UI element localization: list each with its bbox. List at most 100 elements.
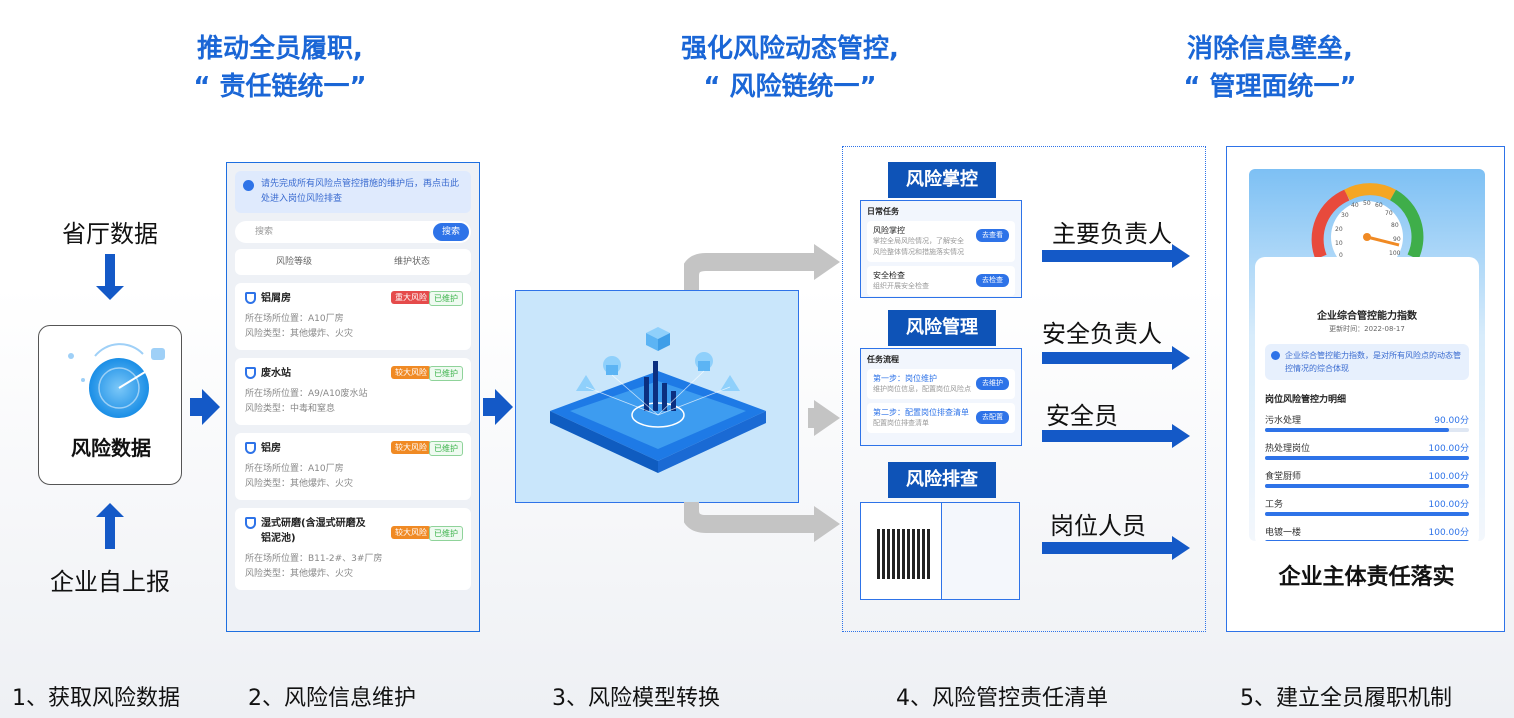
configure-button[interactable]: 去配置 [976,411,1009,424]
filter-risk-level[interactable]: 风险等级 [275,257,312,267]
gauge-tick: 100 [1389,250,1401,257]
step-4-caption: 4、风险管控责任清单 [896,686,1108,711]
gauge-tick: 40 [1351,202,1359,209]
detail-score: 100.00分 [1428,528,1470,538]
task-row[interactable]: 风险掌控 掌控全局风险情况，了解安全风险整体情况和措施落实情况 去查看 [867,221,1015,262]
list-item[interactable]: 铝屑房 重大风险 已维护 所在场所位置：A10厂房 风险类型：其他爆炸、火灾 [235,283,471,350]
task-row[interactable]: 安全检查 组织开展安全检查 去检查 [867,266,1015,296]
status-badge: 已维护 [429,441,463,456]
task-title: 安全检查 [873,271,905,280]
headline-management: 消除信息壁垒, “ 管理面统一” [1150,30,1390,106]
role-arrow-head [1172,244,1190,268]
item-type: 风险类型：中毒和窒息 [245,404,336,414]
risk-level-badge: 重大风险 [391,291,431,304]
risk-check-panel [860,502,1020,600]
arrow-up-shaft [105,517,115,549]
detail-name: 电镀一楼 [1265,528,1302,538]
task-row[interactable]: 第一步：岗位维护 维护岗位信息，配置岗位风险点 去维护 [867,369,1015,399]
detail-bar-track [1265,512,1469,516]
filter-bar: 风险等级 维护状态 [235,249,471,275]
detail-name: 污水处理 [1265,416,1302,426]
shield-icon [245,292,256,304]
flow-arrow-1-head [202,389,220,425]
item-name: 废水站 [261,368,291,379]
headline-line1: 消除信息壁垒, [1187,34,1353,64]
role-arrow-shaft [1042,430,1172,442]
responsibility-list-frame [842,146,1206,632]
branch-arrows [684,244,840,542]
gauge-tick: 20 [1335,226,1343,233]
detail-score: 100.00分 [1428,444,1470,454]
search-button[interactable]: 搜索 [433,223,469,241]
dashboard-screen: 0 10 20 30 40 50 60 70 80 90 100 90 企业综合… [1249,169,1485,541]
detail-row: 电镀一楼 100.00分 [1265,525,1469,541]
task-title: 第一步：岗位维护 [873,374,937,383]
info-icon [243,180,254,191]
role-arrow-head [1172,424,1190,448]
info-text: 企业综合管控能力指数，是对所有风险点的动态管控情况的综合体现 [1285,351,1461,373]
section-title: 任务流程 [867,355,899,364]
item-type: 风险类型：其他爆炸、火灾 [245,569,354,579]
view-button[interactable]: 去查看 [976,229,1009,242]
risk-level-badge: 较大风险 [391,441,431,454]
gauge-tick: 60 [1375,202,1383,209]
risk-data-card: 风险数据 [38,325,182,485]
detail-name: 食堂厨师 [1265,472,1302,482]
headline-line2: “ 风险链统一” [703,72,877,102]
list-item[interactable]: 废水站 较大风险 已维护 所在场所位置：A9/A10废水站 风险类型：中毒和窒息 [235,358,471,425]
arrow-down-shaft [105,254,115,286]
headline-responsibility: 推动全员履职, “ 责任链统一” [160,30,400,106]
arrow-down-head [96,286,124,300]
shield-icon [245,367,256,379]
task-desc: 组织开展安全检查 [873,282,929,290]
qr-code [877,529,931,579]
search-input[interactable]: 搜索 搜索 [235,221,471,243]
risk-data-label: 风险数据 [71,436,151,460]
task-row[interactable]: 第二步：配置岗位排查清单 配置岗位排查清单 去配置 [867,403,1015,433]
maintain-button[interactable]: 去维护 [976,377,1009,390]
risk-control-label: 风险掌控 [888,162,996,198]
dashboard-caption: 企业主体责任落实 [1278,565,1455,590]
role-arrow-shaft [1042,542,1172,554]
detail-bar-track [1265,428,1469,432]
headline-risk: 强化风险动态管控, “ 风险链统一” [640,30,940,106]
item-name: 湿式研磨(含湿式研磨及铝泥池) [261,518,366,544]
role-arrow-head [1172,346,1190,370]
check-detail-card [941,503,1019,599]
role-safety-officer: 安全员 [1046,402,1118,430]
detail-score: 100.00分 [1428,500,1470,510]
step-5-caption: 5、建立全员履职机制 [1240,686,1452,711]
gauge-tick: 80 [1391,222,1399,229]
arrow-up-head [96,503,124,517]
item-name: 铝屑房 [261,293,291,304]
detail-bar-fill [1265,484,1469,488]
gauge-tick: 50 [1363,200,1371,207]
notice-text: 请先完成所有风险点管控措施的维护后，再点击此处进入岗位风险排查 [261,179,460,204]
item-location: 所在场所位置：B11-2#、3#厂房 [245,554,383,564]
detail-name: 工务 [1265,500,1284,510]
role-post-staff: 岗位人员 [1050,512,1146,540]
detail-bar-fill [1265,428,1449,432]
detail-bar-track [1265,456,1469,460]
item-type: 风险类型：其他爆炸、火灾 [245,479,354,489]
risk-info-phone-screen: 请先完成所有风险点管控措施的维护后，再点击此处进入岗位风险排查 搜索 搜索 风险… [226,162,480,632]
maintenance-notice[interactable]: 请先完成所有风险点管控措施的维护后，再点击此处进入岗位风险排查 [235,171,471,213]
list-item[interactable]: 湿式研磨(含湿式研磨及铝泥池) 较大风险 已维护 所在场所位置：B11-2#、3… [235,508,471,590]
detail-name: 热处理岗位 [1265,444,1311,454]
task-desc: 掌控全局风险情况，了解安全风险整体情况和措施落实情况 [873,237,964,256]
shield-icon [245,442,256,454]
detail-bar-track [1265,540,1469,541]
inspect-button[interactable]: 去检查 [976,274,1009,287]
section-title: 日常任务 [867,207,899,216]
role-arrow-head [1172,536,1190,560]
list-item[interactable]: 铝房 较大风险 已维护 所在场所位置：A10厂房 风险类型：其他爆炸、火灾 [235,433,471,500]
dashboard-panel: 企业综合管控能力指数 更新时间：2022-08-17 企业综合管控能力指数，是对… [1255,257,1479,541]
status-badge: 已维护 [429,291,463,306]
status-badge: 已维护 [429,366,463,381]
risk-management-panel: 任务流程 第一步：岗位维护 维护岗位信息，配置岗位风险点 去维护 第二步：配置岗… [860,348,1022,446]
flow-arrow-1-shaft [190,398,202,416]
filter-maintain-state[interactable]: 维护状态 [393,257,430,267]
